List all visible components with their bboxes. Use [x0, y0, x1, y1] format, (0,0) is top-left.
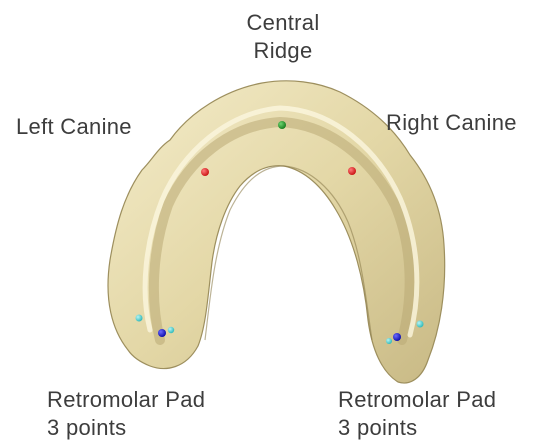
- retromolar-left-label-line2: 3 points: [47, 414, 205, 442]
- retromolar-right-label-line1: Retromolar Pad: [338, 386, 496, 414]
- left-canine-label: Left Canine: [16, 113, 132, 141]
- retromolar-right-label: Retromolar Pad 3 points: [338, 386, 496, 442]
- left-retromolar-marker-2: [168, 327, 174, 333]
- right-retromolar-marker-2: [386, 338, 392, 344]
- left-retromolar-marker-1: [136, 315, 143, 322]
- central-ridge-marker: [278, 121, 286, 129]
- left-retromolar-marker-3: [158, 329, 166, 337]
- left-canine-marker: [201, 168, 209, 176]
- central-ridge-label: Central Ridge: [238, 9, 328, 65]
- retromolar-right-label-line2: 3 points: [338, 414, 496, 442]
- right-canine-marker: [348, 167, 356, 175]
- retromolar-left-label: Retromolar Pad 3 points: [47, 386, 205, 442]
- right-canine-label: Right Canine: [386, 109, 517, 137]
- central-ridge-label-line1: Central: [238, 9, 328, 37]
- right-retromolar-marker-3: [393, 333, 401, 341]
- central-ridge-label-line2: Ridge: [238, 37, 328, 65]
- retromolar-left-label-line1: Retromolar Pad: [47, 386, 205, 414]
- right-retromolar-marker-1: [417, 321, 424, 328]
